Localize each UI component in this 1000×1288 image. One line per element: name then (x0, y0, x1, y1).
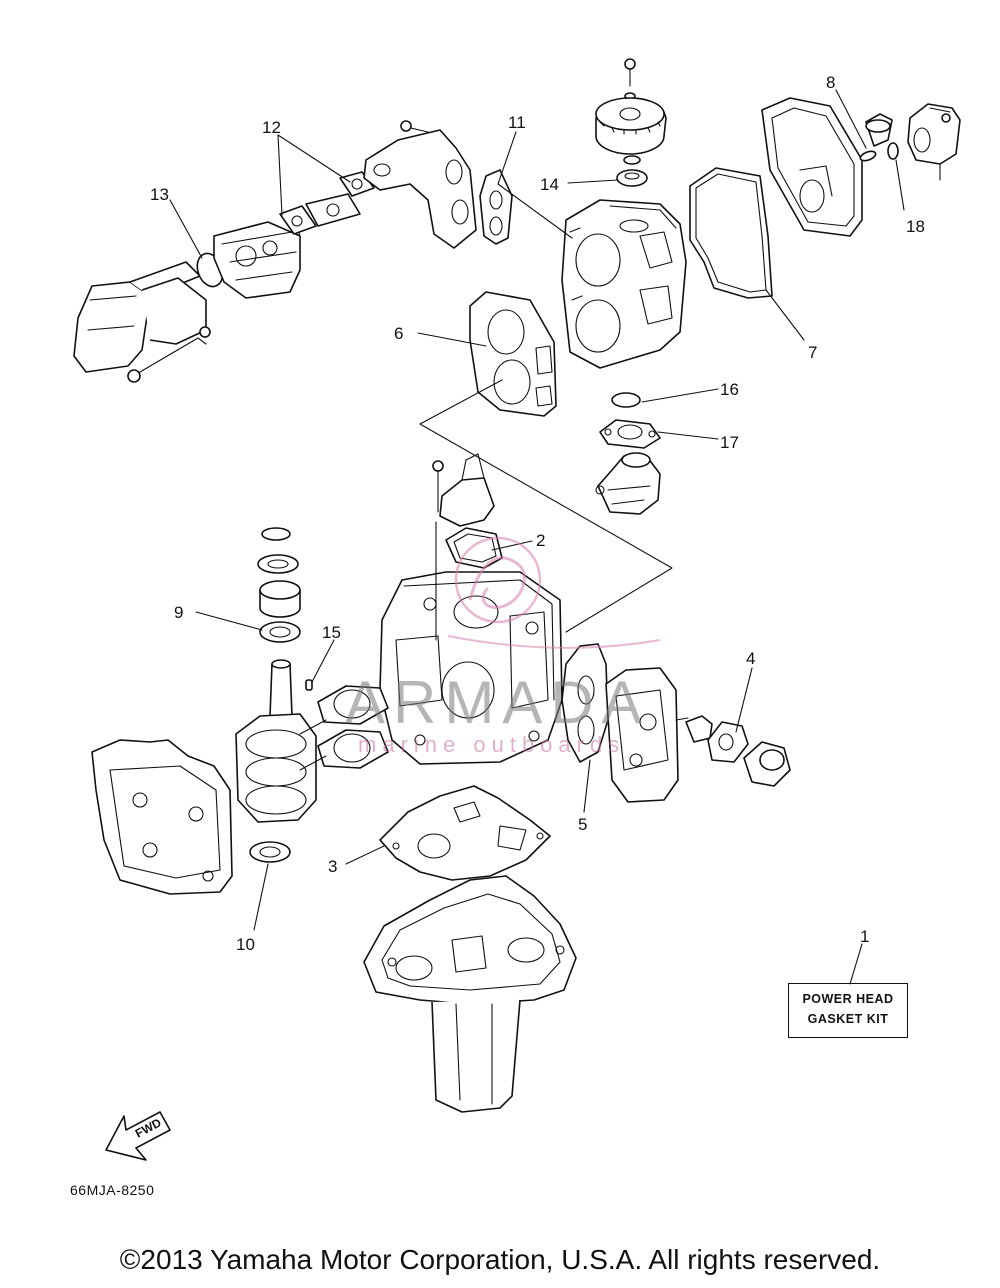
fuel-pump-gasket-17 (599, 419, 661, 449)
thermostat-gasket-2 (445, 527, 503, 569)
callout-3: 3 (328, 857, 337, 876)
callout-4: 4 (746, 649, 755, 668)
fuel-pump (595, 452, 661, 515)
oil-filler-cap (859, 113, 893, 162)
oil-seal-14 (616, 155, 648, 187)
watermark-tagline: marine outboards (358, 732, 626, 757)
diagram-code: 66MJA-8250 (70, 1182, 155, 1198)
pin-15 (305, 679, 313, 691)
callout-11: 11 (508, 113, 526, 132)
leader-lines (169, 89, 905, 985)
thermo-switch (675, 715, 713, 743)
power-head-gasket-kit-box: POWER HEAD GASKET KIT (788, 983, 908, 1038)
bearing-stack (257, 527, 301, 618)
manifold-gasket-11 (479, 169, 513, 245)
crankshaft (235, 659, 327, 823)
thermostat-housing (432, 453, 495, 527)
intake-manifold (363, 120, 477, 249)
oil-seal-10 (249, 841, 291, 863)
watermark-logo (447, 536, 661, 649)
callout-2: 2 (536, 531, 545, 550)
carburetor (213, 211, 301, 299)
kit-label-line1: POWER HEAD (802, 992, 894, 1006)
callout-15: 15 (322, 623, 341, 642)
callout-labels: 1 2 3 4 5 6 7 8 9 10 11 12 13 14 15 16 1… (150, 73, 925, 954)
cylinder-head (561, 199, 687, 369)
callout-16: 16 (720, 380, 739, 399)
fwd-arrow-icon: FWD (105, 1111, 171, 1161)
o-ring-18 (887, 142, 899, 160)
callout-7: 7 (808, 343, 817, 362)
cylinder-block (379, 571, 563, 765)
callout-8: 8 (826, 73, 835, 92)
callout-6: 6 (394, 324, 403, 343)
crankcase (91, 739, 233, 895)
callout-14: 14 (540, 175, 559, 194)
gasket-4 (707, 721, 749, 763)
oil-seal-9 (259, 621, 301, 643)
callout-12: 12 (262, 118, 281, 137)
pulley-gear (595, 58, 667, 155)
copyright-notice: ©2013 Yamaha Motor Corporation, U.S.A. A… (119, 1244, 881, 1275)
exhaust-cover-gasket-5 (561, 643, 609, 763)
exhaust-cover (605, 667, 679, 803)
exhaust-guide (363, 875, 577, 1113)
callout-13: 13 (150, 185, 169, 204)
callout-1: 1 (860, 927, 869, 946)
callout-10: 10 (236, 935, 255, 954)
intake-silencer (73, 261, 211, 383)
exhaust-guide-gasket-3 (379, 785, 551, 881)
cylinder-head-cover (761, 97, 863, 237)
thermostat-cover (907, 103, 961, 181)
callout-9: 9 (174, 603, 183, 622)
anode-cover (743, 741, 791, 787)
carburetor-gaskets-12 (279, 171, 375, 235)
callout-18: 18 (906, 217, 925, 236)
callout-5: 5 (578, 815, 587, 834)
watermark-brand: ARMADA (345, 669, 650, 736)
callout-17: 17 (720, 433, 739, 452)
head-cover-gasket-7 (689, 167, 773, 299)
kit-label-line2: GASKET KIT (807, 1012, 889, 1026)
head-gasket-6 (469, 291, 557, 417)
o-ring-16 (611, 392, 641, 408)
pistons-rods (317, 685, 389, 769)
